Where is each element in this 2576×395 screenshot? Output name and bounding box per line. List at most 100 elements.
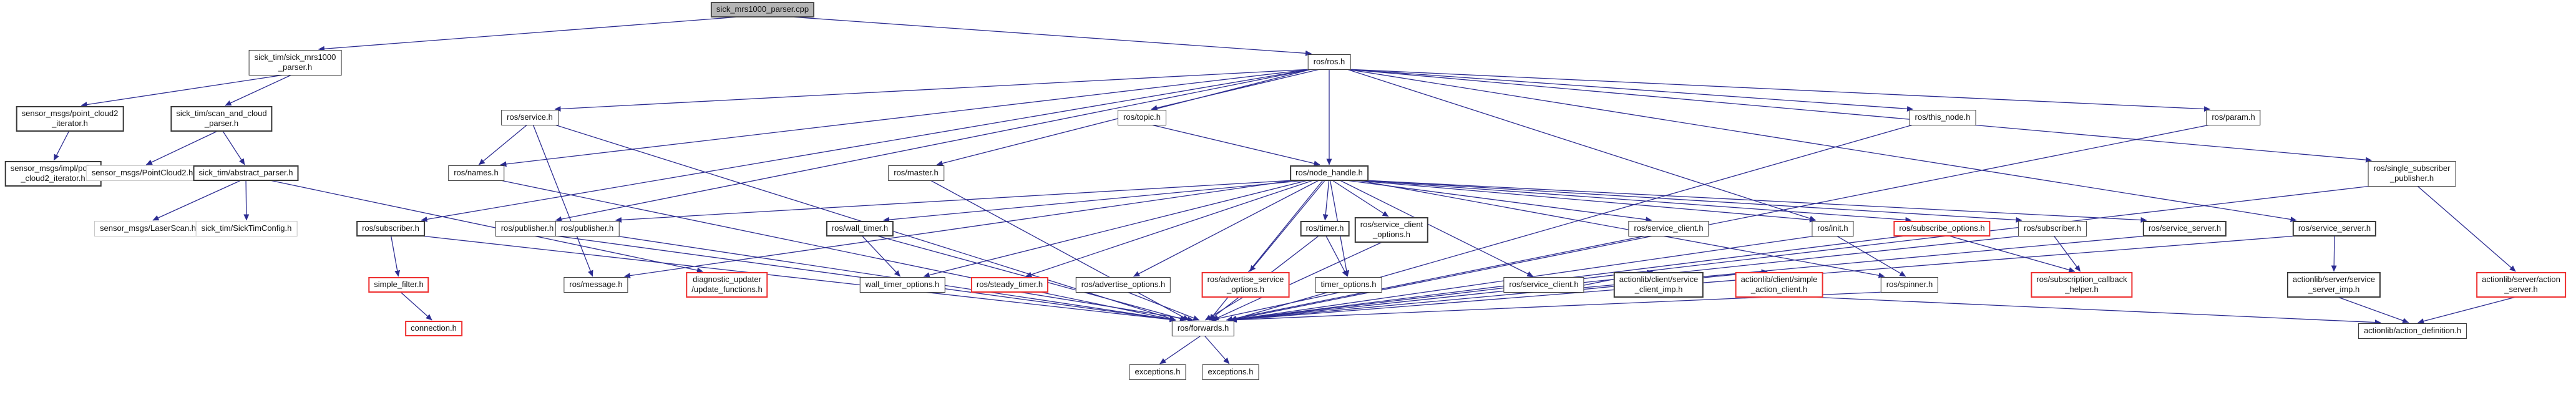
graph-node-message[interactable]: ros/message.h: [564, 277, 628, 293]
graph-node-exceptions2[interactable]: exceptions.h: [1202, 364, 1259, 380]
graph-node-mrs_h[interactable]: sick_tim/sick_mrs1000 _parser.h: [248, 50, 342, 76]
include-edge-node_handle-to-steady_timer: [1025, 180, 1314, 278]
graph-node-steady_timer[interactable]: ros/steady_timer.h: [970, 277, 1049, 293]
include-edge-ros_h-to-publisher1: [555, 69, 1312, 222]
graph-node-impl_pc2[interactable]: sensor_msgs/impl/point _cloud2_iterator.…: [4, 161, 102, 187]
include-edge-node_handle-to-adv_srv_options: [1249, 180, 1325, 272]
include-edge-forwards-to-exceptions1: [1159, 335, 1201, 364]
include-edge-ros_h-to-names: [500, 69, 1312, 167]
include-edge-ros_h-to-param: [1347, 69, 2210, 112]
graph-node-service_client_imp[interactable]: actionlib/client/service _client_imp.h: [1613, 272, 1704, 298]
include-edge-ros_h-to-init: [1347, 69, 1816, 222]
graph-node-timer_options[interactable]: timer_options.h: [1315, 277, 1382, 293]
graph-node-publisher2[interactable]: ros/publisher.h: [555, 221, 620, 237]
include-edge-node_handle-to-wall_timer: [883, 180, 1306, 223]
graph-node-sicktimconfig: sick_tim/SickTimConfig.h: [195, 221, 298, 237]
include-edge-pc2_iter-to-impl_pc2: [53, 130, 70, 161]
include-edge-node_handle-to-subscriber2: [1364, 180, 2022, 223]
include-edge-root-to-ros_h: [791, 16, 1312, 56]
graph-node-connection[interactable]: connection.h: [405, 321, 462, 336]
include-edge-node_handle-to-advertise_options: [1133, 180, 1319, 277]
include-edge-ros_h-to-service_server2: [1347, 69, 2297, 222]
graph-node-laserscan: sensor_msgs/LaserScan.h: [94, 221, 202, 237]
include-edge-ros_h-to-ssp: [1347, 69, 2372, 163]
graph-node-simple_filter[interactable]: simple_filter.h: [368, 277, 429, 293]
include-edge-service_client4-to-forwards: [1226, 235, 1646, 322]
graph-node-service_server1[interactable]: ros/service_server.h: [2142, 221, 2227, 237]
include-edge-node_handle-to-publisher2: [615, 180, 1294, 223]
include-edge-sc_options-to-forwards: [1212, 241, 1383, 321]
graph-node-service_server_imp[interactable]: actionlib/server/service _server_imp.h: [2286, 272, 2381, 298]
include-edge-action_server-to-action_definition: [2417, 296, 2516, 324]
graph-node-init[interactable]: ros/init.h: [1812, 221, 1854, 237]
graph-node-publisher1[interactable]: ros/publisher.h: [495, 221, 560, 237]
graph-node-adv_srv_options[interactable]: ros/advertise_service _options.h: [1201, 272, 1290, 298]
graph-node-action_server[interactable]: actionlib/server/action _server.h: [2476, 272, 2566, 298]
include-edge-node_handle-to-timer: [1322, 180, 1330, 221]
include-edge-forwards-to-exceptions2: [1204, 335, 1230, 364]
graph-node-service_client5[interactable]: ros/service_client.h: [1503, 277, 1584, 293]
include-edge-node_handle-to-spinner: [1358, 180, 1885, 278]
graph-node-names[interactable]: ros/names.h: [448, 165, 504, 181]
include-edge-ros_h-to-subscriber1: [421, 69, 1312, 222]
graph-node-service_client4[interactable]: ros/service_client.h: [1628, 221, 1709, 237]
include-edge-ros_h-to-service: [554, 69, 1312, 112]
graph-node-timer[interactable]: ros/timer.h: [1300, 221, 1350, 237]
include-edge-node_handle-to-init: [1354, 180, 1816, 223]
include-edge-node_handle-to-subscribe_options: [1360, 180, 1912, 223]
graph-node-this_node[interactable]: ros/this_node.h: [1909, 110, 1976, 125]
graph-node-subscriber2[interactable]: ros/subscriber.h: [2018, 221, 2087, 237]
graph-node-action_definition[interactable]: actionlib/action_definition.h: [2358, 323, 2467, 339]
graph-node-wall_timer_options[interactable]: wall_timer_options.h: [859, 277, 945, 293]
graph-node-abstract[interactable]: sick_tim/abstract_parser.h: [193, 165, 299, 181]
graph-node-simple_action_client[interactable]: actionlib/client/simple _action_client.h: [1735, 272, 1823, 298]
include-edge-abstract-to-update_functions: [270, 180, 703, 273]
include-edge-subscriber1-to-forwards: [421, 235, 1176, 323]
include-edge-node_handle-to-service_server1: [1364, 180, 2147, 223]
graph-node-subscribe_options[interactable]: ros/subscribe_options.h: [1893, 221, 1991, 237]
graph-node-param[interactable]: ros/param.h: [2206, 110, 2261, 125]
graph-node-pointcloud2: sensor_msgs/PointCloud2.h: [85, 165, 199, 181]
graph-node-ssp[interactable]: ros/single_subscriber _publisher.h: [2368, 161, 2456, 187]
include-edge-timer-to-timer_options: [1325, 235, 1348, 277]
graph-node-pc2_iter[interactable]: sensor_msgs/point_cloud2 _iterator.h: [16, 106, 124, 132]
include-edge-simple_filter-to-connection: [400, 291, 432, 321]
include-edge-node_handle-to-forwards: [1209, 180, 1324, 321]
include-edge-node_handle-to-service_client5: [1339, 180, 1534, 277]
graph-node-master[interactable]: ros/master.h: [888, 165, 944, 181]
graph-node-root: sick_mrs1000_parser.cpp: [710, 2, 815, 17]
include-edge-service-to-names: [478, 124, 528, 165]
include-edge-node_handle-to-message: [624, 180, 1294, 279]
graph-node-forwards[interactable]: ros/forwards.h: [1171, 321, 1235, 336]
include-edge-node_handle-to-sc_options: [1332, 180, 1389, 217]
graph-node-node_handle[interactable]: ros/node_handle.h: [1290, 165, 1368, 181]
include-edge-wall_timer-to-wall_timer_options: [861, 235, 901, 277]
include-edge-param-to-forwards: [1230, 124, 2210, 322]
include-edge-master-to-forwards: [930, 180, 1189, 321]
graph-node-wall_timer[interactable]: ros/wall_timer.h: [826, 221, 894, 237]
include-edge-names-to-forwards: [500, 180, 1176, 322]
include-edge-topic-to-node_handle: [1151, 124, 1320, 167]
include-edge-timer_options-to-forwards: [1210, 291, 1342, 322]
include-edge-root-to-mrs_h: [318, 16, 739, 52]
graph-node-sc_options[interactable]: ros/service_client _options.h: [1354, 217, 1429, 243]
graph-node-sub_cb_helper[interactable]: ros/subscription_callback _helper.h: [2031, 272, 2133, 298]
graph-node-advertise_options[interactable]: ros/advertise_options.h: [1075, 277, 1171, 293]
include-edge-mrs_h-to-pc2_iter: [80, 74, 285, 108]
graph-node-subscriber1[interactable]: ros/subscriber.h: [356, 221, 425, 237]
include-edge-steady_timer-to-forwards: [1019, 291, 1194, 322]
graph-node-scan_cloud[interactable]: sick_tim/scan_and_cloud _parser.h: [170, 106, 273, 132]
include-edge-ssp-to-action_server: [2417, 185, 2516, 272]
graph-node-ros_h[interactable]: ros/ros.h: [1307, 54, 1351, 70]
include-edge-node_handle-to-service_client4: [1346, 180, 1652, 223]
graph-node-update_functions[interactable]: diagnostic_updater /update_functions.h: [686, 272, 768, 298]
graph-node-topic[interactable]: ros/topic.h: [1118, 110, 1166, 125]
include-edge-mrs_h-to-scan_cloud: [225, 74, 292, 106]
include-edge-node_handle-to-wall_timer_options: [923, 180, 1308, 278]
graph-node-spinner[interactable]: ros/spinner.h: [1880, 277, 1939, 293]
include-edge-subscribe_options-to-sub_cb_helper: [1949, 235, 2076, 273]
graph-node-exceptions1[interactable]: exceptions.h: [1129, 364, 1186, 380]
graph-node-service_server2[interactable]: ros/service_server.h: [2292, 221, 2377, 237]
graph-node-service[interactable]: ros/service.h: [501, 110, 559, 125]
